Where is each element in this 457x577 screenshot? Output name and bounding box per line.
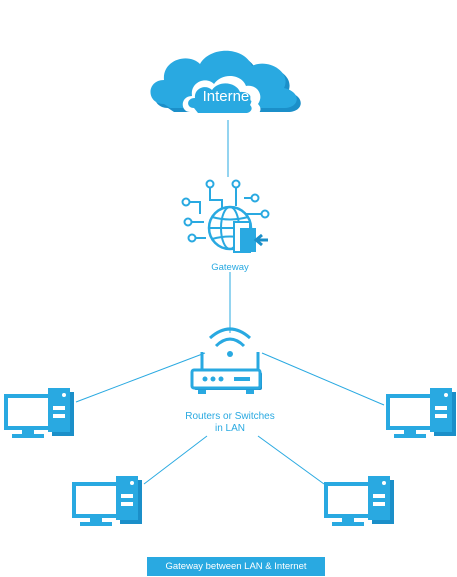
cloud-icon <box>150 50 301 116</box>
router-icon <box>190 327 262 394</box>
computer-icon <box>324 474 396 528</box>
router-label-line2: in LAN <box>214 423 245 434</box>
router-label-line1: Routers or Switches <box>185 411 275 422</box>
computer-icon <box>4 386 76 440</box>
gateway-label: Gateway <box>211 262 249 273</box>
connector-lines <box>75 120 385 485</box>
caption-banner: Gateway between LAN & Internet <box>147 557 325 576</box>
gateway-globe-icon <box>181 179 270 253</box>
computer-icon <box>386 386 457 440</box>
line-router-pc-right <box>261 352 385 406</box>
line-router-pc-bottom-right <box>257 435 325 485</box>
line-router-pc-left <box>75 352 206 403</box>
computer-icon <box>72 474 144 528</box>
line-router-pc-bottom-left <box>143 435 208 485</box>
internet-label: Internet <box>202 88 254 105</box>
